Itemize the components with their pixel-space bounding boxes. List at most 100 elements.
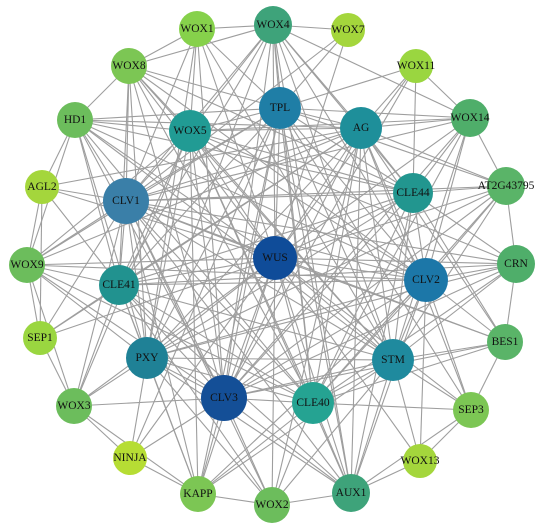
node-label-wus: WUS [262,252,288,264]
edge-cle44-wox11 [412,65,417,194]
edge-cle44-hd1 [74,119,414,194]
edge-stm-wox4 [272,24,394,361]
node-label-kapp: KAPP [183,488,212,500]
edge-stm-kapp [197,359,394,495]
node-circle-clv2 [404,258,448,302]
node-ninja: NINJA [113,441,147,475]
edge-clv2-aux1 [350,279,427,494]
edge-clv2-cle41 [118,279,427,286]
edge-clv2-wox4 [272,24,427,281]
edge-cle41-hd1 [74,119,120,286]
node-label-agl2: AGL2 [27,181,57,193]
node-wox1: WOX1 [179,11,215,47]
edge-clv3-wox9 [26,264,225,399]
edge-wox4-wox14 [272,24,471,119]
edge-pxy-wox2 [146,357,273,506]
node-circle-wox14 [451,99,489,137]
node-circle-wox4 [254,6,292,44]
node-circle-wox1 [179,11,215,47]
edge-clv3-stm [223,359,394,399]
edge-cle40-kapp [197,402,314,495]
edge-wus-agl2 [41,186,276,259]
edge-tpl-cle41 [118,107,281,286]
node-circle-cle41 [99,265,139,305]
node-circle-wox9 [9,247,45,283]
node-bes1: BES1 [487,324,523,360]
edge-clv1-bes1 [125,200,506,343]
node-circle-cle40 [292,382,334,424]
node-circle-kapp [180,476,216,512]
node-aux1: AUX1 [332,474,370,512]
node-clv1: CLV1 [103,178,149,224]
edge-clv1-stm [125,200,394,361]
node-circle-wox5 [169,110,211,152]
node-at2g43795: AT2G43795 [478,167,535,205]
node-pxy: PXY [126,337,168,379]
edge-cle40-hd1 [74,119,314,404]
node-wox9: WOX9 [9,247,45,283]
node-circle-ag [340,107,382,149]
node-circle-wox7 [331,13,365,47]
edge-wox5-kapp [189,130,199,495]
node-label-cle44: CLE44 [396,187,429,199]
node-label-clv2: CLV2 [412,274,440,286]
edge-stm-aux1 [350,359,394,494]
edge-tpl-ninja [129,107,281,459]
edge-clv1-sep1 [39,200,127,339]
node-circle-crn [497,245,535,283]
node-circle-ninja [113,441,147,475]
node-circle-wox3 [56,388,92,424]
edge-clv3-cle41 [118,284,225,399]
edge-clv1-wox3 [73,200,127,407]
edge-cle40-wox8 [128,65,314,404]
node-circle-stm [372,339,414,381]
node-circle-aux1 [332,474,370,512]
node-label-sep3: SEP3 [458,404,484,416]
node-wox3: WOX3 [56,388,92,424]
node-circle-tpl [259,87,301,129]
node-crn: CRN [497,245,535,283]
edge-wus-clv2 [274,257,427,281]
edge-ag-sep1 [39,127,362,339]
edge-wox5-wox14 [189,117,471,132]
node-label-ag: AG [353,122,370,134]
edge-wox5-wox4 [189,24,274,132]
node-cle41: CLE41 [99,265,139,305]
node-circle-at2g43795 [487,167,525,205]
edge-cle40-wox14 [312,117,471,404]
edge-cle41-wox8 [118,65,130,286]
edge-cle41-crn [118,263,517,286]
node-circle-wus [253,236,297,280]
edge-tpl-cle44 [279,107,414,194]
edge-stm-crn [392,263,517,361]
node-label-clv1: CLV1 [112,195,140,207]
node-label-wox14: WOX14 [451,112,490,124]
node-wus: WUS [253,236,297,280]
edge-wus-wox8 [128,65,276,259]
node-wox13: WOX13 [401,444,440,478]
node-label-clv3: CLV3 [210,392,238,404]
node-wox8: WOX8 [111,48,147,84]
edge-wus-sep1 [39,257,276,339]
node-wox11: WOX11 [397,49,436,83]
node-label-wox5: WOX5 [173,125,206,137]
edge-cle41-wox4 [118,24,274,286]
edge-tpl-wox11 [279,65,417,109]
edge-cle44-wox8 [128,65,414,194]
edge-ag-aux1 [350,127,362,494]
edge-pxy-kapp [146,357,199,495]
node-cle44: CLE44 [393,173,433,213]
node-label-hd1: HD1 [64,114,87,126]
edge-cle41-wox2 [118,284,273,506]
edge-pxy-wox4 [146,24,274,359]
node-label-wox13: WOX13 [401,455,440,467]
edge-wox5-clv2 [189,130,427,281]
node-kapp: KAPP [180,476,216,512]
edge-cle41-cle40 [118,284,314,404]
node-label-wox3: WOX3 [57,400,90,412]
edge-clv3-aux1 [223,397,352,494]
edge-pxy-stm [146,357,394,361]
edge-ag-hd1 [74,119,362,129]
node-label-crn: CRN [504,258,528,270]
